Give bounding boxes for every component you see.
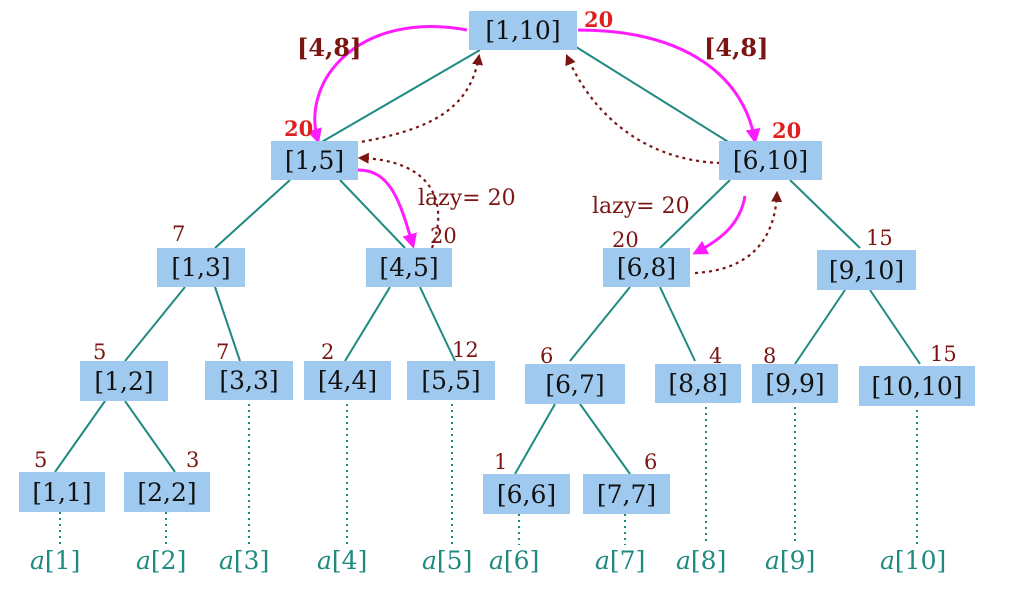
edge-1-10-to-1-5	[319, 49, 481, 144]
value-3-3: 7	[216, 340, 230, 364]
node-7-7: [7,7]	[583, 474, 670, 514]
edge-1-3-to-1-2	[124, 286, 186, 362]
value-10-10: 15	[930, 342, 957, 366]
value-1-5: 20	[284, 116, 314, 141]
leaf-a4: a[4]	[317, 546, 368, 575]
node-6-6: [6,6]	[483, 474, 570, 514]
edge-9-10-to-9-9	[794, 289, 846, 365]
edge-6-10-to-6-8	[659, 179, 731, 249]
leaf-a8: a[8]	[676, 546, 727, 575]
edge-1-5-to-1-3	[214, 179, 291, 249]
value-6-10: 20	[772, 118, 802, 143]
node-1-1: [1,1]	[19, 472, 105, 512]
node-8-8: [8,8]	[655, 364, 741, 403]
edge-6-7-to-7-7	[579, 403, 631, 475]
leaf-a9: a[9]	[765, 546, 816, 575]
edge-1-10-to-6-10	[564, 39, 731, 144]
query-arrow-to-1-5	[307, 25, 468, 144]
leaf-a7: a[7]	[595, 546, 646, 575]
value-6-8: 20	[612, 228, 639, 252]
lazy-label-left: lazy= 20	[418, 186, 516, 211]
value-9-10: 15	[866, 226, 893, 250]
return-arrow-6-10-to-1-10	[565, 53, 721, 165]
value-9-9: 8	[763, 344, 777, 368]
value-1-2: 5	[93, 340, 107, 364]
node-4-5: [4,5]	[366, 248, 452, 287]
node-2-2: [2,2]	[124, 472, 210, 512]
query-arrow-to-6-10	[577, 28, 761, 144]
edge-1-5-to-4-5	[339, 179, 406, 249]
node-9-10: [9,10]	[817, 250, 916, 290]
value-4-5: 20	[430, 224, 457, 248]
leaf-a5: a[5]	[422, 546, 473, 575]
edge-4-5-to-5-5	[419, 286, 456, 362]
node-5-5: [5,5]	[407, 361, 495, 400]
value-5-5: 12	[452, 338, 479, 362]
edge-1-2-to-2-2	[124, 400, 176, 473]
value-1-10: 20	[584, 7, 614, 32]
value-6-6: 1	[494, 450, 508, 474]
node-1-10: [1,10]	[469, 11, 577, 50]
leaf-a1: a[1]	[30, 546, 81, 575]
value-4-4: 2	[321, 340, 335, 364]
value-1-3: 7	[172, 222, 186, 246]
value-8-8: 4	[709, 344, 723, 368]
edge-6-8-to-8-8	[659, 286, 696, 362]
edge-9-10-to-10-10	[869, 289, 921, 365]
query-range-left: [4,8]	[297, 33, 362, 62]
edge-6-8-to-6-7	[569, 286, 631, 362]
edge-6-10-to-9-10	[789, 179, 861, 249]
value-1-1: 5	[34, 448, 48, 472]
node-10-10: [10,10]	[859, 366, 975, 406]
node-4-4: [4,4]	[304, 361, 391, 400]
return-arrow-4-5-to-1-5	[357, 152, 440, 249]
node-9-9: [9,9]	[752, 364, 838, 403]
node-1-5: [1,5]	[271, 141, 358, 180]
leaf-a6: a[6]	[489, 546, 540, 575]
edge-4-5-to-4-4	[344, 286, 391, 362]
lazy-label-right: lazy= 20	[592, 194, 690, 219]
value-7-7: 6	[644, 450, 658, 474]
leaf-a3: a[3]	[219, 546, 270, 575]
return-arrow-1-5-to-1-10	[354, 53, 483, 145]
leaf-a10: a[10]	[880, 546, 947, 575]
query-arrow-to-6-8	[692, 195, 747, 255]
node-6-7: [6,7]	[525, 364, 625, 404]
node-1-3: [1,3]	[157, 248, 245, 287]
edge-1-3-to-3-3	[214, 286, 241, 362]
node-3-3: [3,3]	[205, 361, 293, 400]
node-6-8: [6,8]	[603, 248, 690, 287]
leaf-a2: a[2]	[136, 546, 187, 575]
node-6-10: [6,10]	[719, 141, 822, 180]
query-range-right: [4,8]	[704, 33, 769, 62]
value-6-7: 6	[540, 344, 554, 368]
value-2-2: 3	[186, 448, 200, 472]
edge-6-7-to-6-6	[514, 403, 556, 475]
return-arrow-6-8-to-6-10	[694, 190, 783, 275]
query-arrow-to-4-5	[357, 168, 417, 249]
edge-1-2-to-1-1	[54, 400, 106, 473]
node-1-2: [1,2]	[80, 361, 168, 401]
